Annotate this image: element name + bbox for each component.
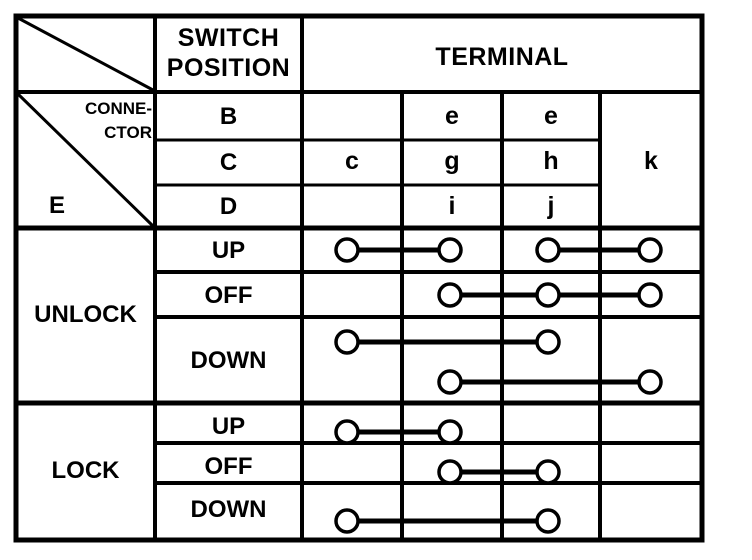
connection-lock-down bbox=[334, 508, 561, 534]
connection-unlock-up bbox=[334, 237, 663, 263]
corner-diagonal-bottom bbox=[16, 92, 155, 228]
terminal-col-k-label: k bbox=[644, 147, 658, 175]
terminal-col-g-label-c: g bbox=[444, 147, 460, 175]
connection-lock-off bbox=[437, 459, 561, 485]
switch-position-unlock-down: DOWN bbox=[190, 346, 267, 374]
terminal-col-g-label-d: i bbox=[448, 192, 456, 220]
terminal-col-h-label-d: j bbox=[547, 192, 555, 220]
corner-connector-code: E bbox=[48, 191, 65, 219]
corner-connector-label-line1: CONNE- bbox=[84, 99, 152, 119]
group-label-lock: LOCK bbox=[51, 456, 120, 484]
connection-lock-up bbox=[334, 419, 463, 445]
connector-row-b: B bbox=[219, 102, 238, 130]
switch-position-unlock-off: OFF bbox=[204, 281, 253, 309]
connections-layer bbox=[334, 237, 663, 534]
switch-position-lock-up: UP bbox=[211, 412, 246, 440]
connection-unlock-down bbox=[334, 329, 663, 395]
connector-row-d: D bbox=[219, 192, 238, 220]
terminal-col-h-label-c: h bbox=[543, 147, 559, 175]
header-switch-position-line1: SWITCH bbox=[177, 24, 280, 52]
terminal-col-c-label: c bbox=[345, 147, 359, 175]
terminal-col-h-label-b: e bbox=[544, 102, 558, 130]
switch-position-lock-off: OFF bbox=[204, 452, 253, 480]
corner-connector-label-line2: CTOR bbox=[104, 123, 152, 143]
connection-unlock-off bbox=[437, 282, 663, 308]
group-label-unlock: UNLOCK bbox=[34, 300, 137, 328]
corner-diagonal-top bbox=[17, 16, 154, 92]
terminal-col-g-label-b: e bbox=[445, 102, 459, 130]
connector-row-c: C bbox=[219, 148, 238, 176]
header-terminal: TERMINAL bbox=[435, 43, 569, 71]
switch-position-lock-down: DOWN bbox=[190, 495, 267, 523]
switch-position-unlock-up: UP bbox=[211, 236, 246, 264]
header-switch-position-line2: POSITION bbox=[166, 54, 291, 82]
